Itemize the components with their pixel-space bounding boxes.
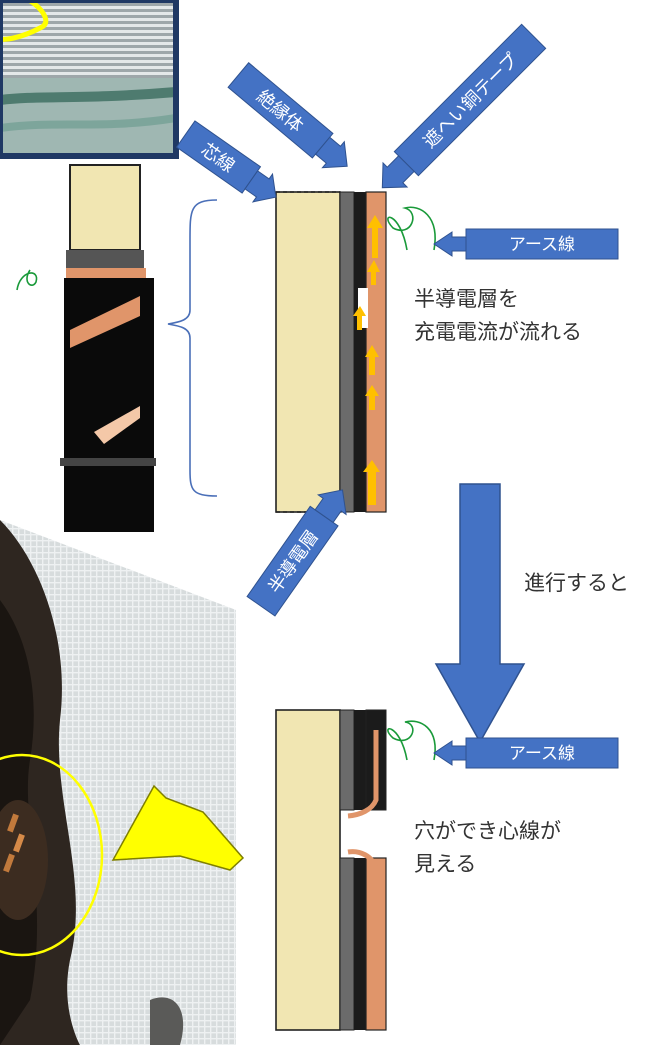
desc-bottom-line2: 見える	[414, 852, 476, 876]
earth-wire-label-top: アース線	[433, 228, 619, 260]
highlight-circle	[0, 753, 104, 957]
bracket	[167, 199, 218, 497]
green-wire-bottom	[387, 720, 436, 761]
copper-tape-text: 遮へい銅テープ	[419, 49, 522, 152]
current-arrows-top	[353, 215, 383, 505]
desc-bottom-line1: 穴ができ心線が	[414, 819, 561, 843]
damaged-cable-photo	[0, 520, 245, 1045]
green-wire-top	[387, 206, 436, 251]
cross-section-bottom	[275, 709, 387, 1031]
green-wire-left	[16, 269, 38, 291]
progress-text: 進行すると	[524, 571, 629, 595]
callout-core-wire: 芯線	[175, 120, 277, 203]
equipment-photo	[0, 0, 179, 159]
desc-top-line1: 半導電層を	[414, 287, 519, 311]
highlight-circle-top	[0, 0, 49, 42]
desc-top-line2: 充電電流が流れる	[414, 320, 582, 344]
earth-wire-bottom-text: アース線	[509, 744, 575, 764]
yellow-arrow	[111, 784, 245, 871]
cable-illustration	[60, 164, 156, 532]
cross-section-top	[275, 191, 387, 513]
callout-copper-tape: 遮へい銅テープ	[381, 23, 547, 189]
earth-wire-label-bottom: アース線	[433, 737, 619, 769]
earth-wire-top-text: アース線	[509, 235, 575, 255]
callout-semiconductive: 半導電層	[246, 489, 347, 617]
progress-arrow	[434, 483, 526, 744]
